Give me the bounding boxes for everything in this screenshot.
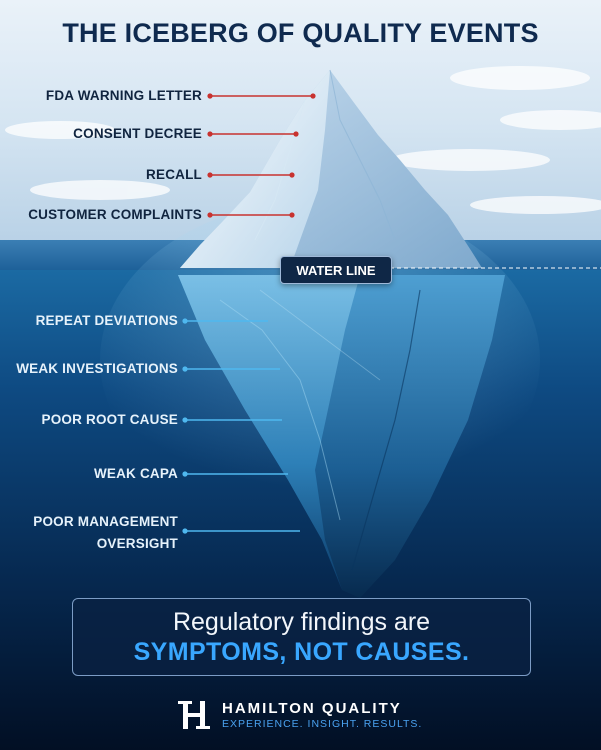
- cause-poor-management-oversight: POOR MANAGEMENT OVERSIGHT: [10, 511, 178, 555]
- cause-poor-root-cause: POOR ROOT CAUSE: [41, 412, 178, 427]
- clouds: [5, 66, 601, 214]
- event-recall: RECALL: [146, 167, 202, 182]
- page-title: THE ICEBERG OF QUALITY EVENTS: [62, 18, 539, 48]
- below-water-connectors: [182, 318, 300, 534]
- water-line-badge: WATER LINE: [280, 256, 392, 284]
- event-consent-decree: CONSENT DECREE: [73, 126, 202, 141]
- key-message-box: Regulatory findings are SYMPTOMS, NOT CA…: [72, 598, 531, 676]
- cause-repeat-deviations: REPEAT DEVIATIONS: [35, 313, 178, 328]
- hamilton-h-logo-icon: [178, 701, 210, 729]
- cause-poor-management-line1: POOR MANAGEMENT: [33, 514, 178, 529]
- cause-poor-management-line2: OVERSIGHT: [96, 536, 178, 551]
- brand-tagline: EXPERIENCE. INSIGHT. RESULTS.: [222, 718, 423, 730]
- brand-logo: HAMILTON QUALITY EXPERIENCE. INSIGHT. RE…: [178, 696, 438, 736]
- key-message-line2: SYMPTOMS, NOT CAUSES.: [133, 638, 470, 666]
- submerged-iceberg: [178, 275, 505, 598]
- cause-weak-capa: WEAK CAPA: [93, 466, 178, 481]
- brand-name: HAMILTON QUALITY: [222, 700, 402, 717]
- above-water-connectors: [207, 93, 316, 218]
- cause-weak-investigations: WEAK INVESTIGATIONS: [16, 361, 178, 376]
- event-fda-warning-letter: FDA WARNING LETTER: [45, 88, 202, 103]
- event-customer-complaints: CUSTOMER COMPLAINTS: [28, 207, 202, 222]
- key-message-line1: Regulatory findings are: [172, 608, 431, 636]
